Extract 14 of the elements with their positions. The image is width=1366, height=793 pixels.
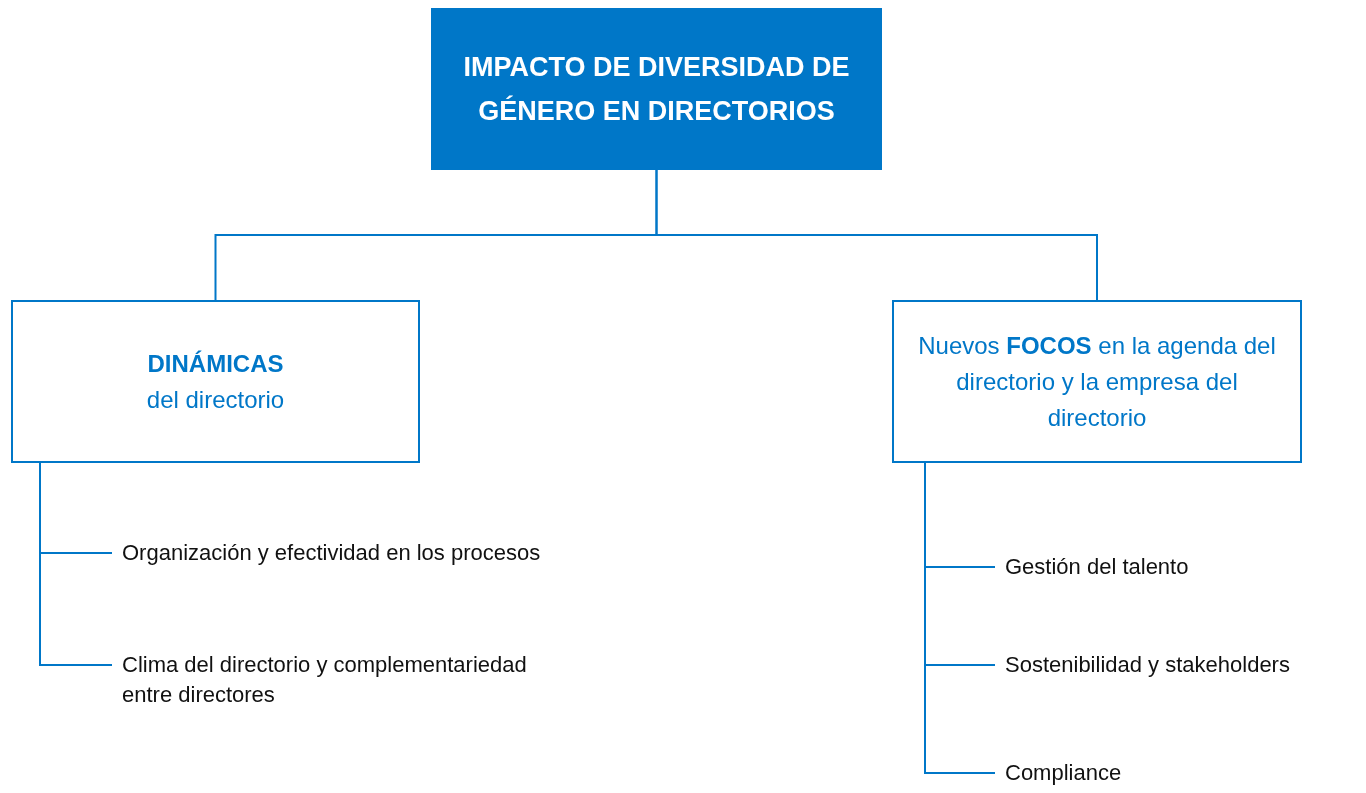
- item-text: Compliance: [1005, 759, 1123, 787]
- category-text: del directorio: [146, 384, 285, 415]
- category-box: [11, 300, 420, 463]
- title-box: [431, 8, 882, 170]
- title-text: IMPACTO DE DIVERSIDAD DE GÉNERO EN DIRECTORIOS: [462, 51, 851, 128]
- item-text: Gestión del talento: [1005, 553, 1190, 581]
- item-text: Organización y efectividad en los procesos: [122, 539, 542, 567]
- category-text: DINÁMICAS: [147, 348, 284, 379]
- item-text: Clima del directorio y complementariedad entre directores: [122, 651, 528, 709]
- category-box: [892, 300, 1302, 463]
- connector-line: [655, 169, 1098, 301]
- item-text: Sostenibilidad y stakeholders: [1005, 651, 1291, 679]
- connector-line: [39, 462, 113, 666]
- category-text: Nuevos FOCOS en la agenda del directorio y la empresa del directorio: [917, 330, 1277, 433]
